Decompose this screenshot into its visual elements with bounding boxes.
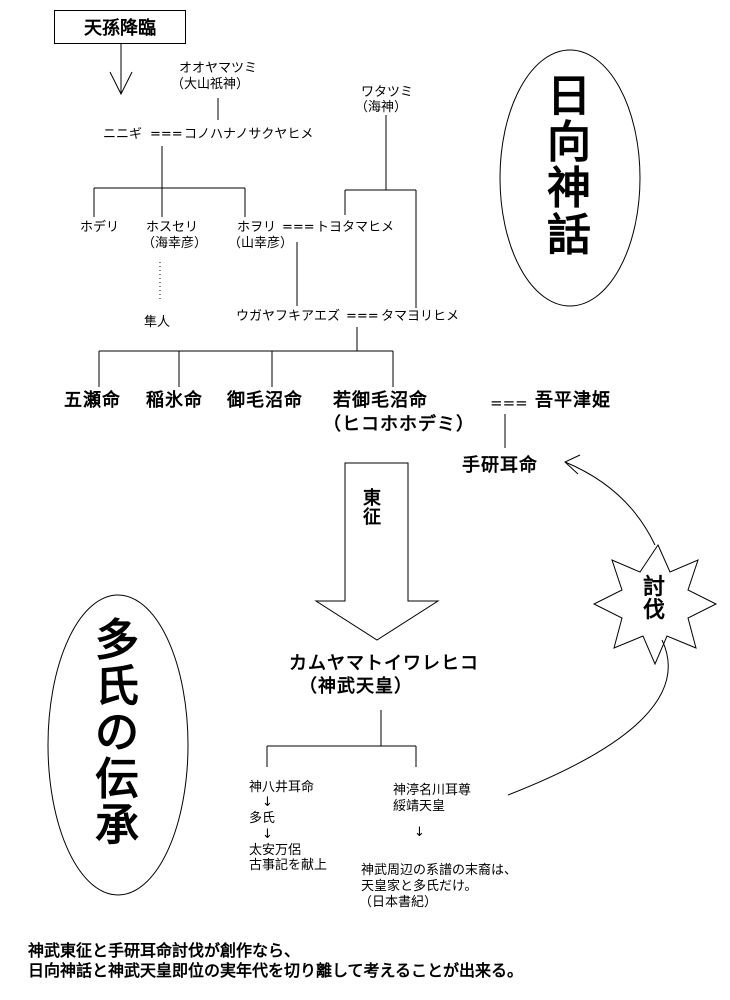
ninigi-name: ニニギ xyxy=(103,127,143,142)
oshi-oval xyxy=(47,594,189,896)
hayato-name: 隼人 xyxy=(144,315,171,330)
hoderi-name: ホデリ xyxy=(80,220,120,235)
jinmu-alias: （神武天皇） xyxy=(299,676,413,697)
subjugation-curve xyxy=(507,639,669,796)
oshi-densho-label: 多 氏 の 伝 承 xyxy=(95,615,139,851)
hyuga-oval xyxy=(499,49,641,307)
kamuyai-arrow-1: ↓ xyxy=(262,795,273,810)
oshi-clan-name: 多氏 xyxy=(249,811,276,826)
tagishimimi-name: 手研耳命 xyxy=(462,455,538,476)
tenson-korin-box: 天孫降臨 xyxy=(54,10,186,44)
ninigi-marriage-sign: === xyxy=(150,127,183,142)
jinmu-name: カムヤマトイワレヒコ xyxy=(289,653,479,674)
kamununa-name: 神渟名川耳尊 xyxy=(393,783,472,798)
subjugation-curve-upper xyxy=(564,461,656,546)
ugaya-marriage-sign: === xyxy=(346,309,379,324)
toubatsu-label: 討 伐 xyxy=(643,575,666,624)
kamuyai-arrow-2: ↓ xyxy=(262,827,273,842)
wakamikenu-marriage-sign: === xyxy=(490,394,528,412)
konohana-name: コノハナノサクヤヒメ xyxy=(184,127,314,142)
ugaya-name: ウガヤフキアエズ xyxy=(236,309,341,324)
ahiratsu-name: 吾平津姫 xyxy=(535,390,611,411)
hoori-name: ホヲリ xyxy=(237,220,277,235)
subjugation-arrow-head xyxy=(564,454,581,475)
subjugation-starburst xyxy=(592,543,718,666)
wakamikenu-name: 若御毛沼命 xyxy=(333,390,428,411)
watatsumi-kanji: （海神） xyxy=(355,100,408,115)
conclusion-line-1: 神武東征と手研耳命討伐が創作なら、 xyxy=(28,941,301,960)
descent-arrow-head xyxy=(109,71,133,96)
conclusion-line-2: 日向神話と神武天皇即位の実年代を切り離して考えることが出来る。 xyxy=(28,961,524,980)
hoori-marriage-sign: === xyxy=(282,220,315,235)
wakamikenu-alias: （ヒコホホデミ） xyxy=(323,414,475,435)
itsuse-name: 五瀬命 xyxy=(64,390,121,411)
hoseri-alias: （海幸彦） xyxy=(142,236,208,251)
inahi-name: 稲氷命 xyxy=(146,390,203,411)
oyamatsumi-name: オオヤマツミ xyxy=(179,61,258,76)
mikenu-name: 御毛沼命 xyxy=(227,390,303,411)
lineage-note-2: 天皇家と多氏だけ。 xyxy=(361,879,478,894)
hyuga-shinwa-label: 日 向 神 話 xyxy=(547,71,591,261)
oyamatsumi-kanji: （大山祇神） xyxy=(171,77,250,92)
kamununa-arrow: ↓ xyxy=(414,825,425,840)
kamuyai-name: 神八井耳命 xyxy=(249,780,315,795)
tamayori-name: タマヨリヒメ xyxy=(381,309,460,324)
watatsumi-name: ワタツミ xyxy=(361,85,414,100)
hoseri-name: ホスセリ xyxy=(146,220,199,235)
suizei-name: 綏靖天皇 xyxy=(393,799,446,814)
east-expedition-arrow xyxy=(314,462,440,641)
toyotama-name: トヨタマヒメ xyxy=(316,220,395,235)
yasumaro-name: 太安万侶 xyxy=(249,843,302,858)
tosei-label: 東 征 xyxy=(363,488,382,528)
lineage-note-1: 神武周辺の系譜の末裔は、 xyxy=(361,863,518,878)
lineage-note-3: （日本書紀） xyxy=(359,895,438,910)
hoori-alias: （山幸彦） xyxy=(228,236,294,251)
kojiki-note: 古事記を献上 xyxy=(249,858,328,873)
